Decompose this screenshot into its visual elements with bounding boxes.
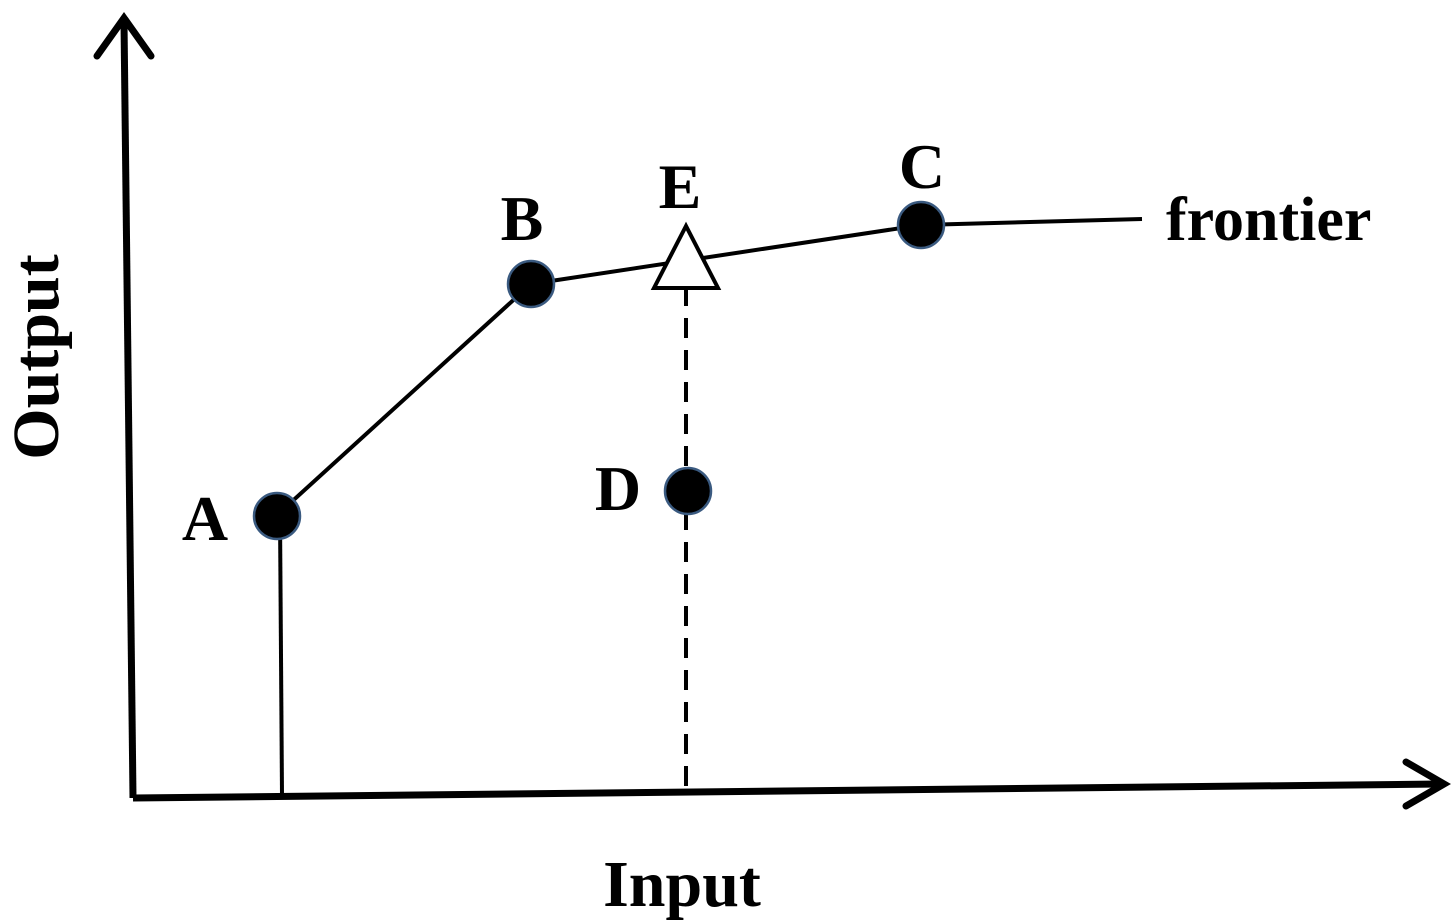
y-axis-label: Output <box>0 254 73 459</box>
x-axis-label: Input <box>603 848 761 920</box>
frontier-line <box>274 217 1143 518</box>
y-axis-line <box>120 21 137 799</box>
frontier-label: frontier <box>1166 186 1371 254</box>
x-axis-line <box>132 780 1441 802</box>
point-e-label: E <box>659 151 702 222</box>
point-c-label: C <box>899 131 945 202</box>
point-d-label: D <box>595 453 641 524</box>
x-axis-arrowhead <box>1402 758 1451 810</box>
point-a-label: A <box>182 483 228 554</box>
point-b-marker <box>506 259 556 309</box>
point-a-drop-line <box>278 515 284 797</box>
point-a-marker <box>252 491 302 541</box>
y-axis-arrowhead <box>93 11 155 60</box>
point-c-marker <box>896 200 946 250</box>
point-e-triangle-marker <box>650 221 722 290</box>
point-d-marker <box>663 466 713 516</box>
point-b-label: B <box>501 183 544 254</box>
